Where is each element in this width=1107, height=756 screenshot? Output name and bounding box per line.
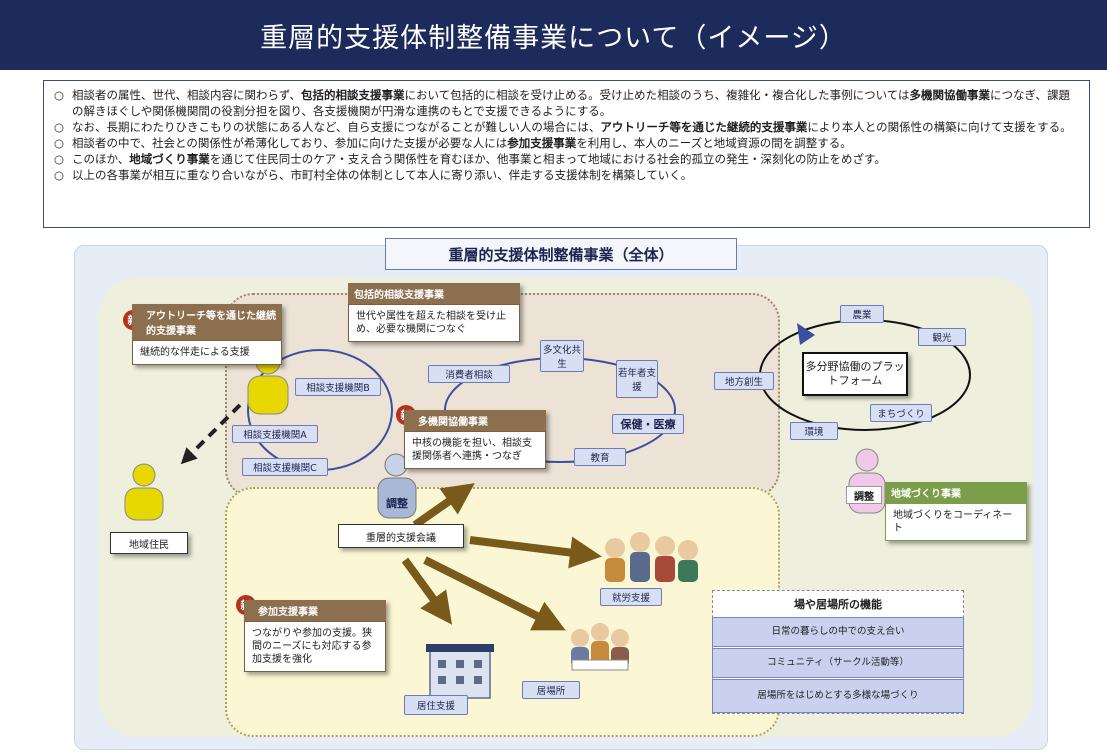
platform-agriculture: 農業 [840,305,884,323]
outreach-callout: アウトリーチ等を通じた継続的支援事業 継続的な伴走による支援 [132,304,282,365]
comprehensive-body: 世代や属性を超えた相談を受け止め、必要な機関につなぐ [348,304,520,342]
coordinator-tag: 調整 [386,497,408,510]
support-employment: 就労支援 [600,588,662,606]
outreach-title: アウトリーチ等を通じた継続的支援事業 [132,304,282,340]
place-function-item-3: 居場所をはじめとする多様な場づくり [712,679,964,713]
place-people-icon [571,623,629,671]
place-function-item-2: コミュニティ（サークル活動等） [712,648,964,678]
agency-a: 相談支援機関A [232,425,318,443]
page-title: 重層的支援体制整備事業について（イメージ） [0,0,1107,70]
agency-b: 相談支援機関B [295,378,381,396]
agency-consumer: 消費者相談 [428,365,510,383]
bullet-text: 以上の各事業が相互に重なり合いながら、市町村全体の体制として本人に寄り添い、伴走… [72,168,693,182]
arrow-to-place [423,556,566,631]
comprehensive-title: 包括的相談支援事業 [348,283,520,304]
bullet-marker: ○ [54,88,65,102]
participation-title: 参加支援事業 [244,600,386,621]
arrow-to-employment [469,536,602,569]
comprehensive-callout: 包括的相談支援事業 世代や属性を超えた相談を受け止め、必要な機関につなぐ [348,283,520,342]
platform-environment: 環境 [790,422,838,440]
bullet-marker: ○ [54,168,65,182]
platform-center: 多分野協働のプラットフォーム [802,352,908,396]
platform-regional: 地方創生 [714,372,774,390]
platform-town: まちづくり [870,404,932,422]
community-coordinate-tag: 調整 [846,486,882,504]
agency-c: 相談支援機関C [242,458,328,476]
arrow-to-multi [412,483,475,529]
place-function-title: 場や居場所の機能 [794,598,882,611]
participation-body: つながりや参加の支援。狭間のニーズにも対応する参加支援を強化 [244,621,386,672]
summary-bullet: ○ このほか、地域づくり事業を通じて住民同士のケア・支え合う関係性を育むほか、他事… [54,151,1079,167]
multi-agency-callout: 多機関協働事業 中核の機能を担い、相談支援関係者へ連携・つなぎ [404,410,546,469]
platform-cycle-arrowhead [797,323,815,345]
place-function-item-1: 日常の暮らしの中での支え合い [712,617,964,647]
resident-person-icon [124,463,164,521]
coordinator-person-icon [377,453,417,519]
multi-agency-title: 多機関協働事業 [404,410,546,431]
outreach-body: 継続的な伴走による支援 [132,340,282,365]
summary-bullet: ○ なお、長期にわたりひきこもりの状態にある人など、自ら支援につながることが難しい… [54,119,1079,135]
agency-multicultural: 多文化共生 [540,340,584,372]
summary-box: ○ 相談者の属性、世代、相談内容に関わらず、包括的相談支援事業において包括的に相談… [43,80,1090,228]
bullet-text: 相談者の中で、社会との関係性が希薄化しており、参加に向けた支援が必要な人には参加… [72,136,852,150]
summary-bullet: ○ 相談者の属性、世代、相談内容に関わらず、包括的相談支援事業において包括的に相談… [54,87,1079,119]
housing-building-icon [426,644,494,699]
community-body: 地域づくりをコーディネート [885,503,1027,541]
bullet-text: 相談者の属性、世代、相談内容に関わらず、包括的相談支援事業において包括的に相談を… [72,88,1070,118]
bullet-marker: ○ [54,152,65,166]
bullet-text: なお、長期にわたりひきこもりの状態にある人など、自ら支援につながることが難しい人… [72,120,1072,134]
agency-education: 教育 [574,448,626,466]
agency-health: 保健・医療 [612,414,684,434]
summary-bullet: ○ 以上の各事業が相互に重なり合いながら、市町村全体の体制として本人に寄り添い、伴… [54,167,1079,183]
meeting-box: 重層的支援会議 [338,524,464,548]
resident-box: 地域住民 [110,532,188,554]
support-place: 居場所 [522,681,580,699]
community-callout: 地域づくり事業 地域づくりをコーディネート [885,482,1027,541]
diagram-title: 重層的支援体制整備事業（全体） [385,238,737,270]
community-title: 地域づくり事業 [885,482,1027,503]
employment-people-icon [605,532,698,582]
bullet-marker: ○ [54,120,65,134]
platform-tourism: 観光 [918,328,966,346]
arrow-to-housing [401,557,453,625]
agency-youth: 若年者支援 [616,360,658,398]
outreach-person-icon [247,349,289,415]
bullet-text: このほか、地域づくり事業を通じて住民同士のケア・支え合う関係性を育むほか、他事業… [72,152,886,166]
summary-bullet: ○ 相談者の中で、社会との関係性が希薄化しており、参加に向けた支援が必要な人には参… [54,135,1079,151]
bullet-marker: ○ [54,136,65,150]
multi-agency-body: 中核の機能を担い、相談支援関係者へ連携・つなぎ [404,431,546,469]
outreach-dashed-arrow [180,403,242,465]
support-housing: 居住支援 [404,695,468,715]
participation-callout: 参加支援事業 つながりや参加の支援。狭間のニーズにも対応する参加支援を強化 [244,600,386,672]
